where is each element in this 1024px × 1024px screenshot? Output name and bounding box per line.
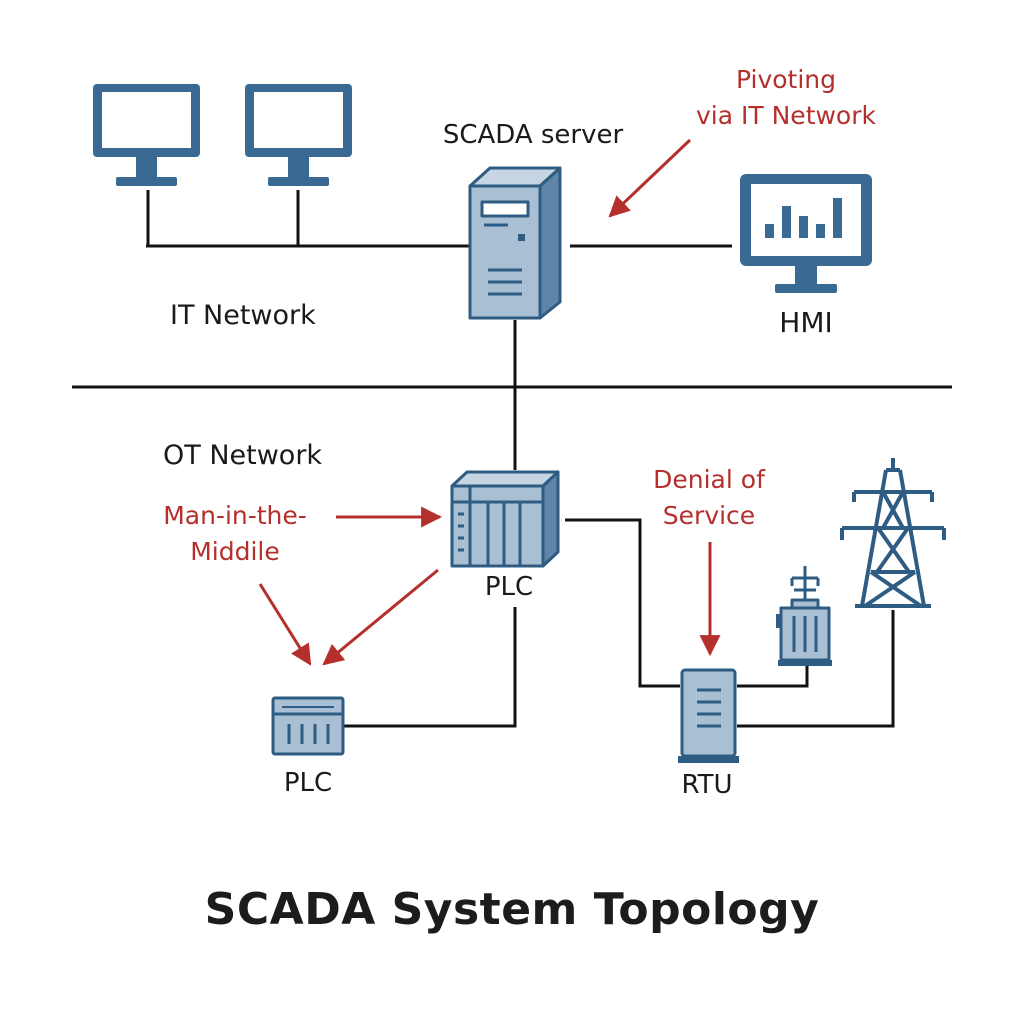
connection-lines: [72, 190, 952, 728]
rtu-icon: [678, 668, 739, 763]
plc-main-icon: [450, 470, 560, 568]
rtu-transformer-line: [737, 666, 809, 688]
mitm-arrow-to-secondary-plc: [258, 583, 312, 666]
hmi-label: HMI: [779, 306, 833, 339]
rtu-tower-line: [737, 610, 895, 728]
diagram-title: SCADA System Topology: [204, 884, 820, 935]
plc-main-label: PLC: [484, 572, 534, 602]
plc-to-plc-attack-arrow: [322, 568, 439, 666]
plc-rtu-line: [565, 518, 680, 688]
dos-line-1: Denial of: [653, 465, 765, 494]
plc-plc-line: [344, 607, 517, 728]
dos-line-2: Service: [662, 501, 756, 530]
plc-secondary-label: PLC: [283, 768, 333, 798]
hmi-monitor-icon: [740, 174, 872, 293]
pivoting-arrow: [608, 138, 692, 218]
scada-server-icon: [468, 166, 562, 320]
pivoting-line-1: Pivoting: [735, 65, 837, 94]
transmission-tower-icon: [840, 458, 946, 608]
it-network-label: IT Network: [170, 300, 316, 331]
plc-secondary-icon: [271, 696, 345, 756]
dos-attack-label: Denial of Service: [653, 462, 765, 534]
pivoting-line-2: via IT Network: [696, 101, 876, 130]
ot-network-label: OT Network: [163, 440, 323, 471]
mitm-line-2: Middile: [190, 537, 280, 566]
mitm-attack-label: Man-in-the- Middile: [163, 498, 307, 570]
scada-server-label: SCADA server: [442, 120, 624, 150]
attack-arrows: [258, 138, 721, 666]
workstation-2-monitor-icon: [245, 84, 352, 186]
workstation-1-monitor-icon: [93, 84, 200, 186]
transformer-icon: [776, 566, 832, 666]
mitm-line-1: Man-in-the-: [163, 501, 307, 530]
rtu-label: RTU: [681, 770, 733, 800]
pivoting-attack-label: Pivoting via IT Network: [696, 62, 876, 134]
